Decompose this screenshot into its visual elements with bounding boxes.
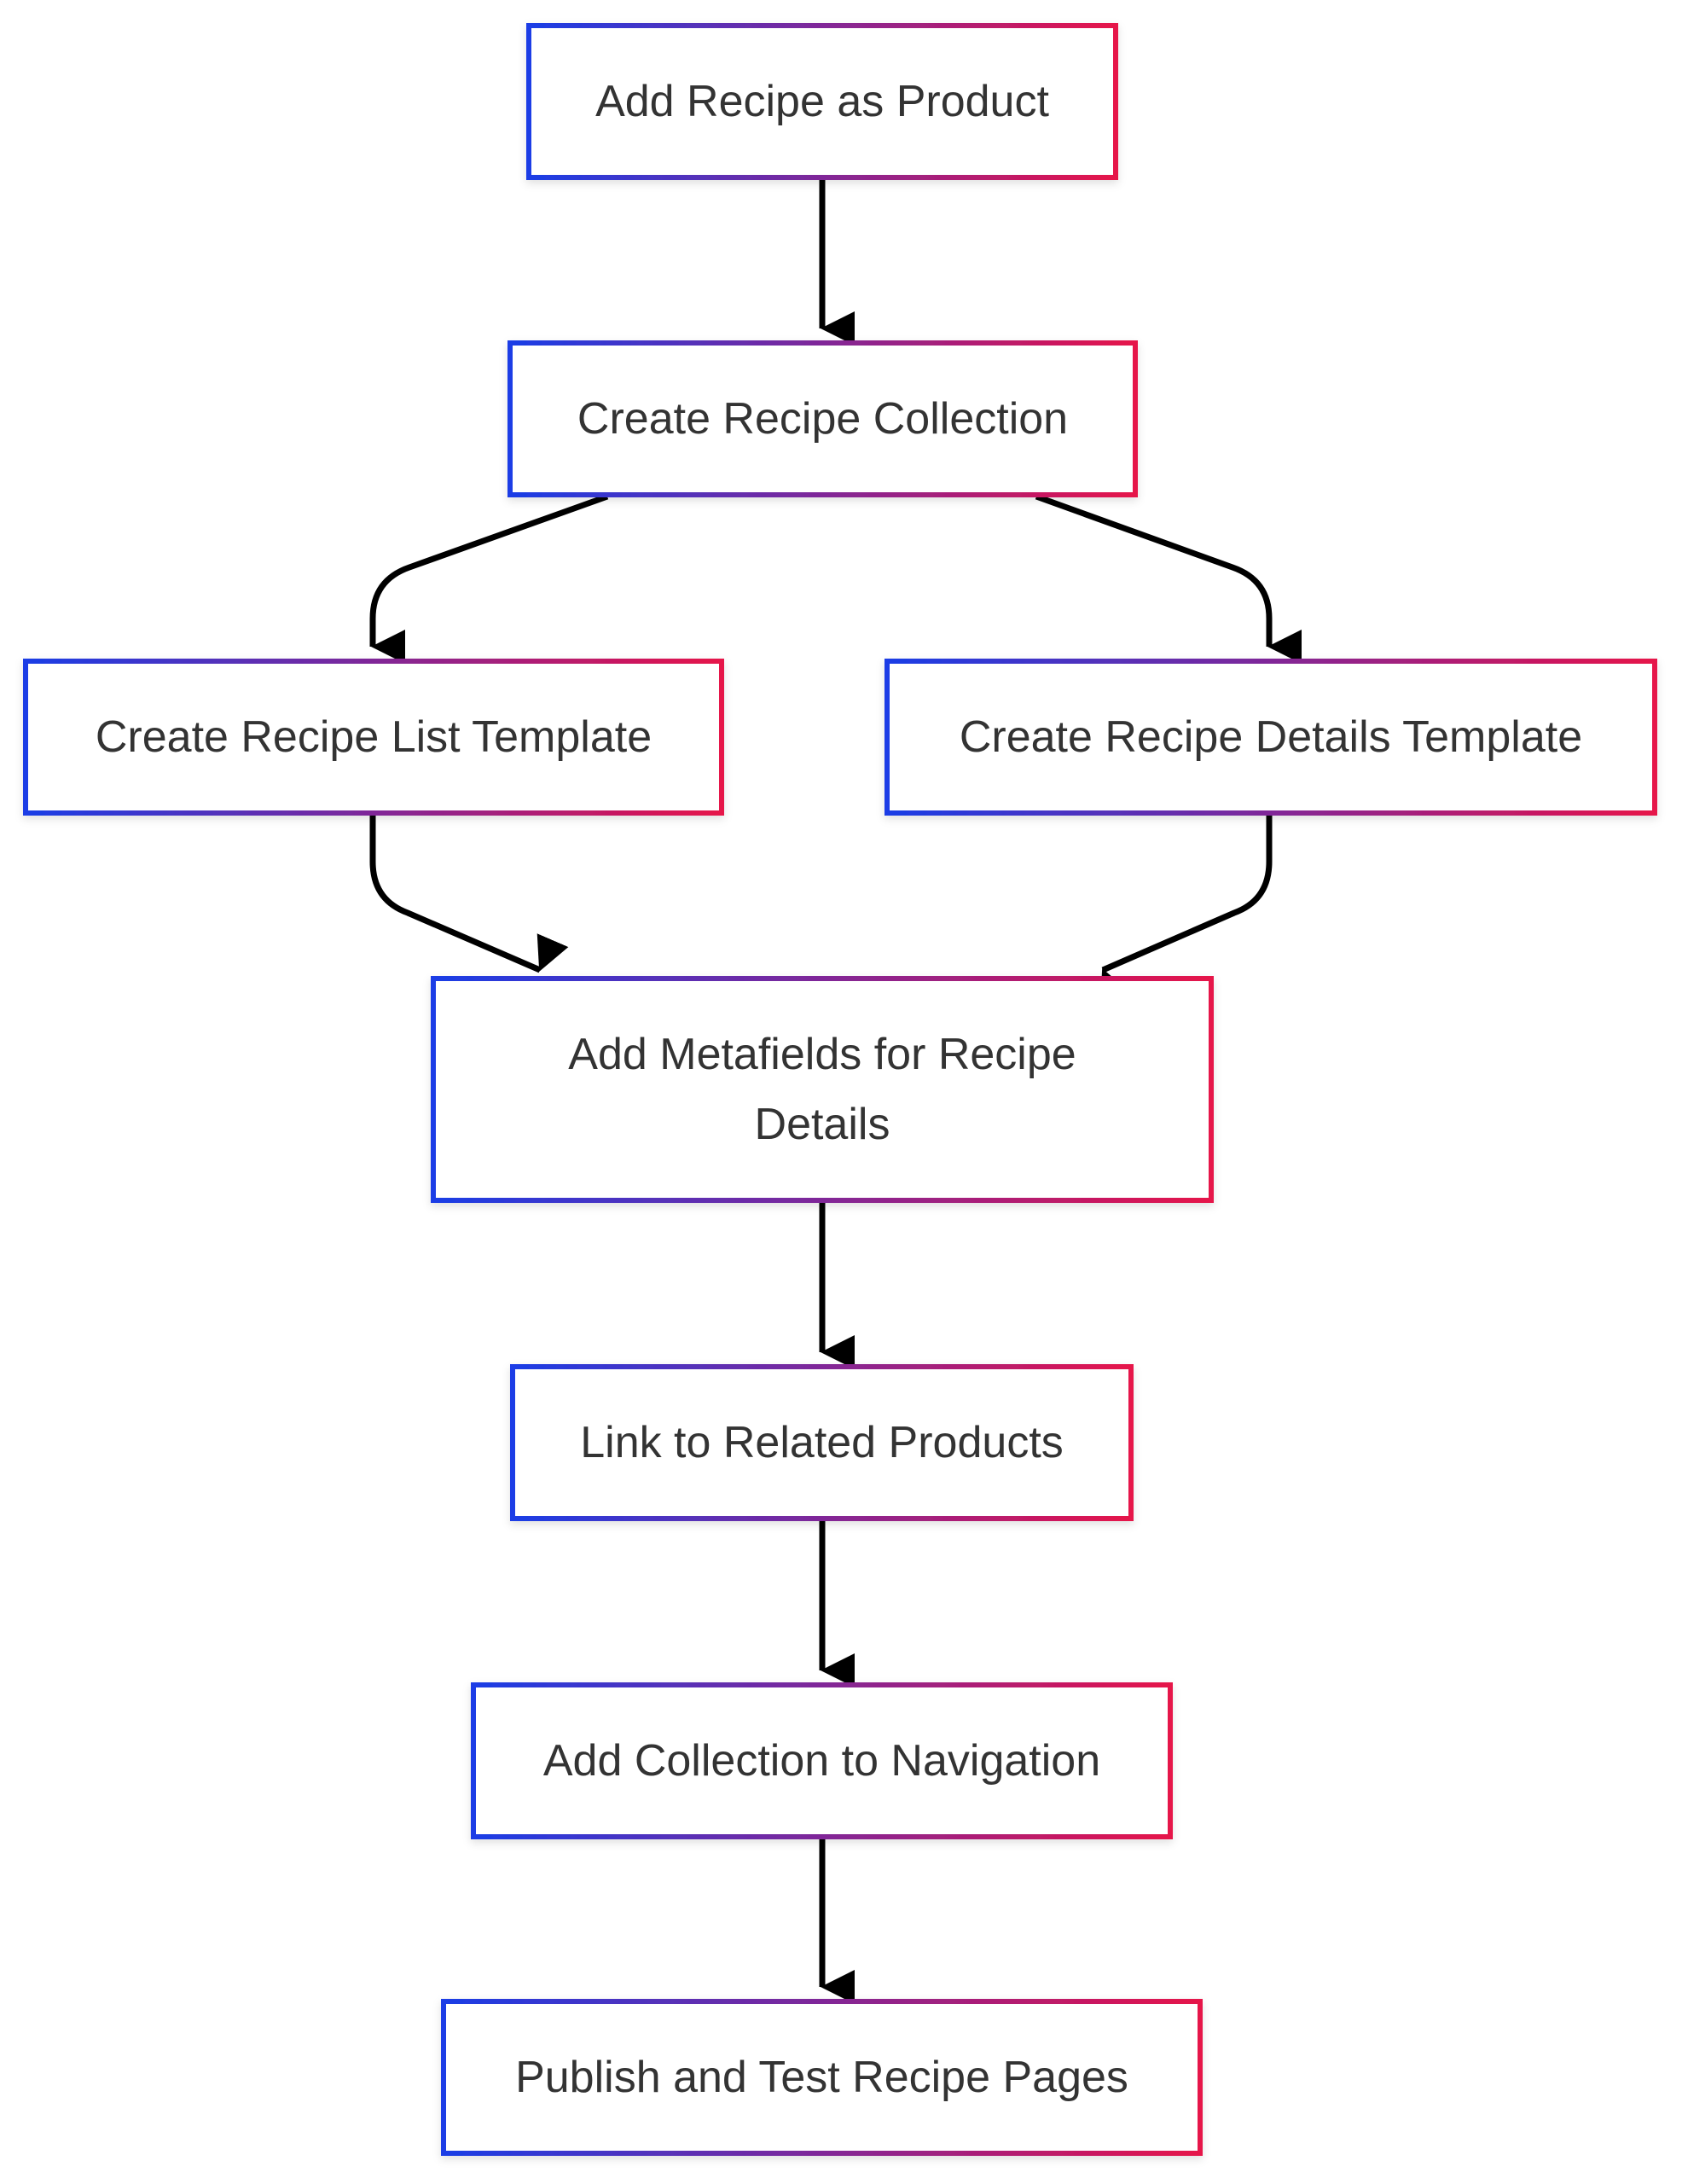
edges-layer: [369, 179, 1302, 2004]
node-create-recipe-details-template: Create Recipe Details Template: [884, 659, 1657, 816]
edge-create-recipe-details-template-to-add-metafields-for-recipe-details: [1099, 815, 1273, 1007]
edge-create-recipe-list-template-to-add-metafields-for-recipe-details: [369, 815, 569, 973]
node-publish-and-test-recipe-pages: Publish and Test Recipe Pages: [441, 1999, 1203, 2156]
node-label: Create Recipe Details Template: [960, 712, 1582, 762]
node-label: Link to Related Products: [580, 1418, 1064, 1467]
node-box: [23, 659, 724, 816]
node-add-recipe-as-product: Add Recipe as Product: [526, 23, 1118, 180]
node-link-to-related-products: Link to Related Products: [510, 1364, 1134, 1521]
node-box: [508, 340, 1138, 497]
node-box: [431, 976, 1214, 1203]
node-box: [510, 1364, 1134, 1521]
node-add-collection-to-navigation: Add Collection to Navigation: [471, 1682, 1173, 1839]
node-box: [884, 659, 1657, 816]
node-label: Details: [755, 1100, 890, 1149]
node-create-recipe-list-template: Create Recipe List Template: [23, 659, 724, 816]
node-label: Create Recipe List Template: [96, 712, 652, 762]
node-label: Add Recipe as Product: [595, 77, 1049, 126]
node-box: [526, 23, 1118, 180]
node-box: [471, 1682, 1173, 1839]
node-label: Add Metafields for Recipe: [568, 1030, 1076, 1079]
node-create-recipe-collection: Create Recipe Collection: [508, 340, 1138, 497]
edge-create-recipe-collection-to-create-recipe-details-template: [1035, 493, 1302, 664]
node-label: Create Recipe Collection: [577, 394, 1068, 444]
node-label: Add Collection to Navigation: [543, 1736, 1100, 1786]
edge-create-recipe-collection-to-create-recipe-list-template: [369, 493, 609, 664]
node-label: Publish and Test Recipe Pages: [515, 2053, 1128, 2102]
node-box: [441, 1999, 1203, 2156]
